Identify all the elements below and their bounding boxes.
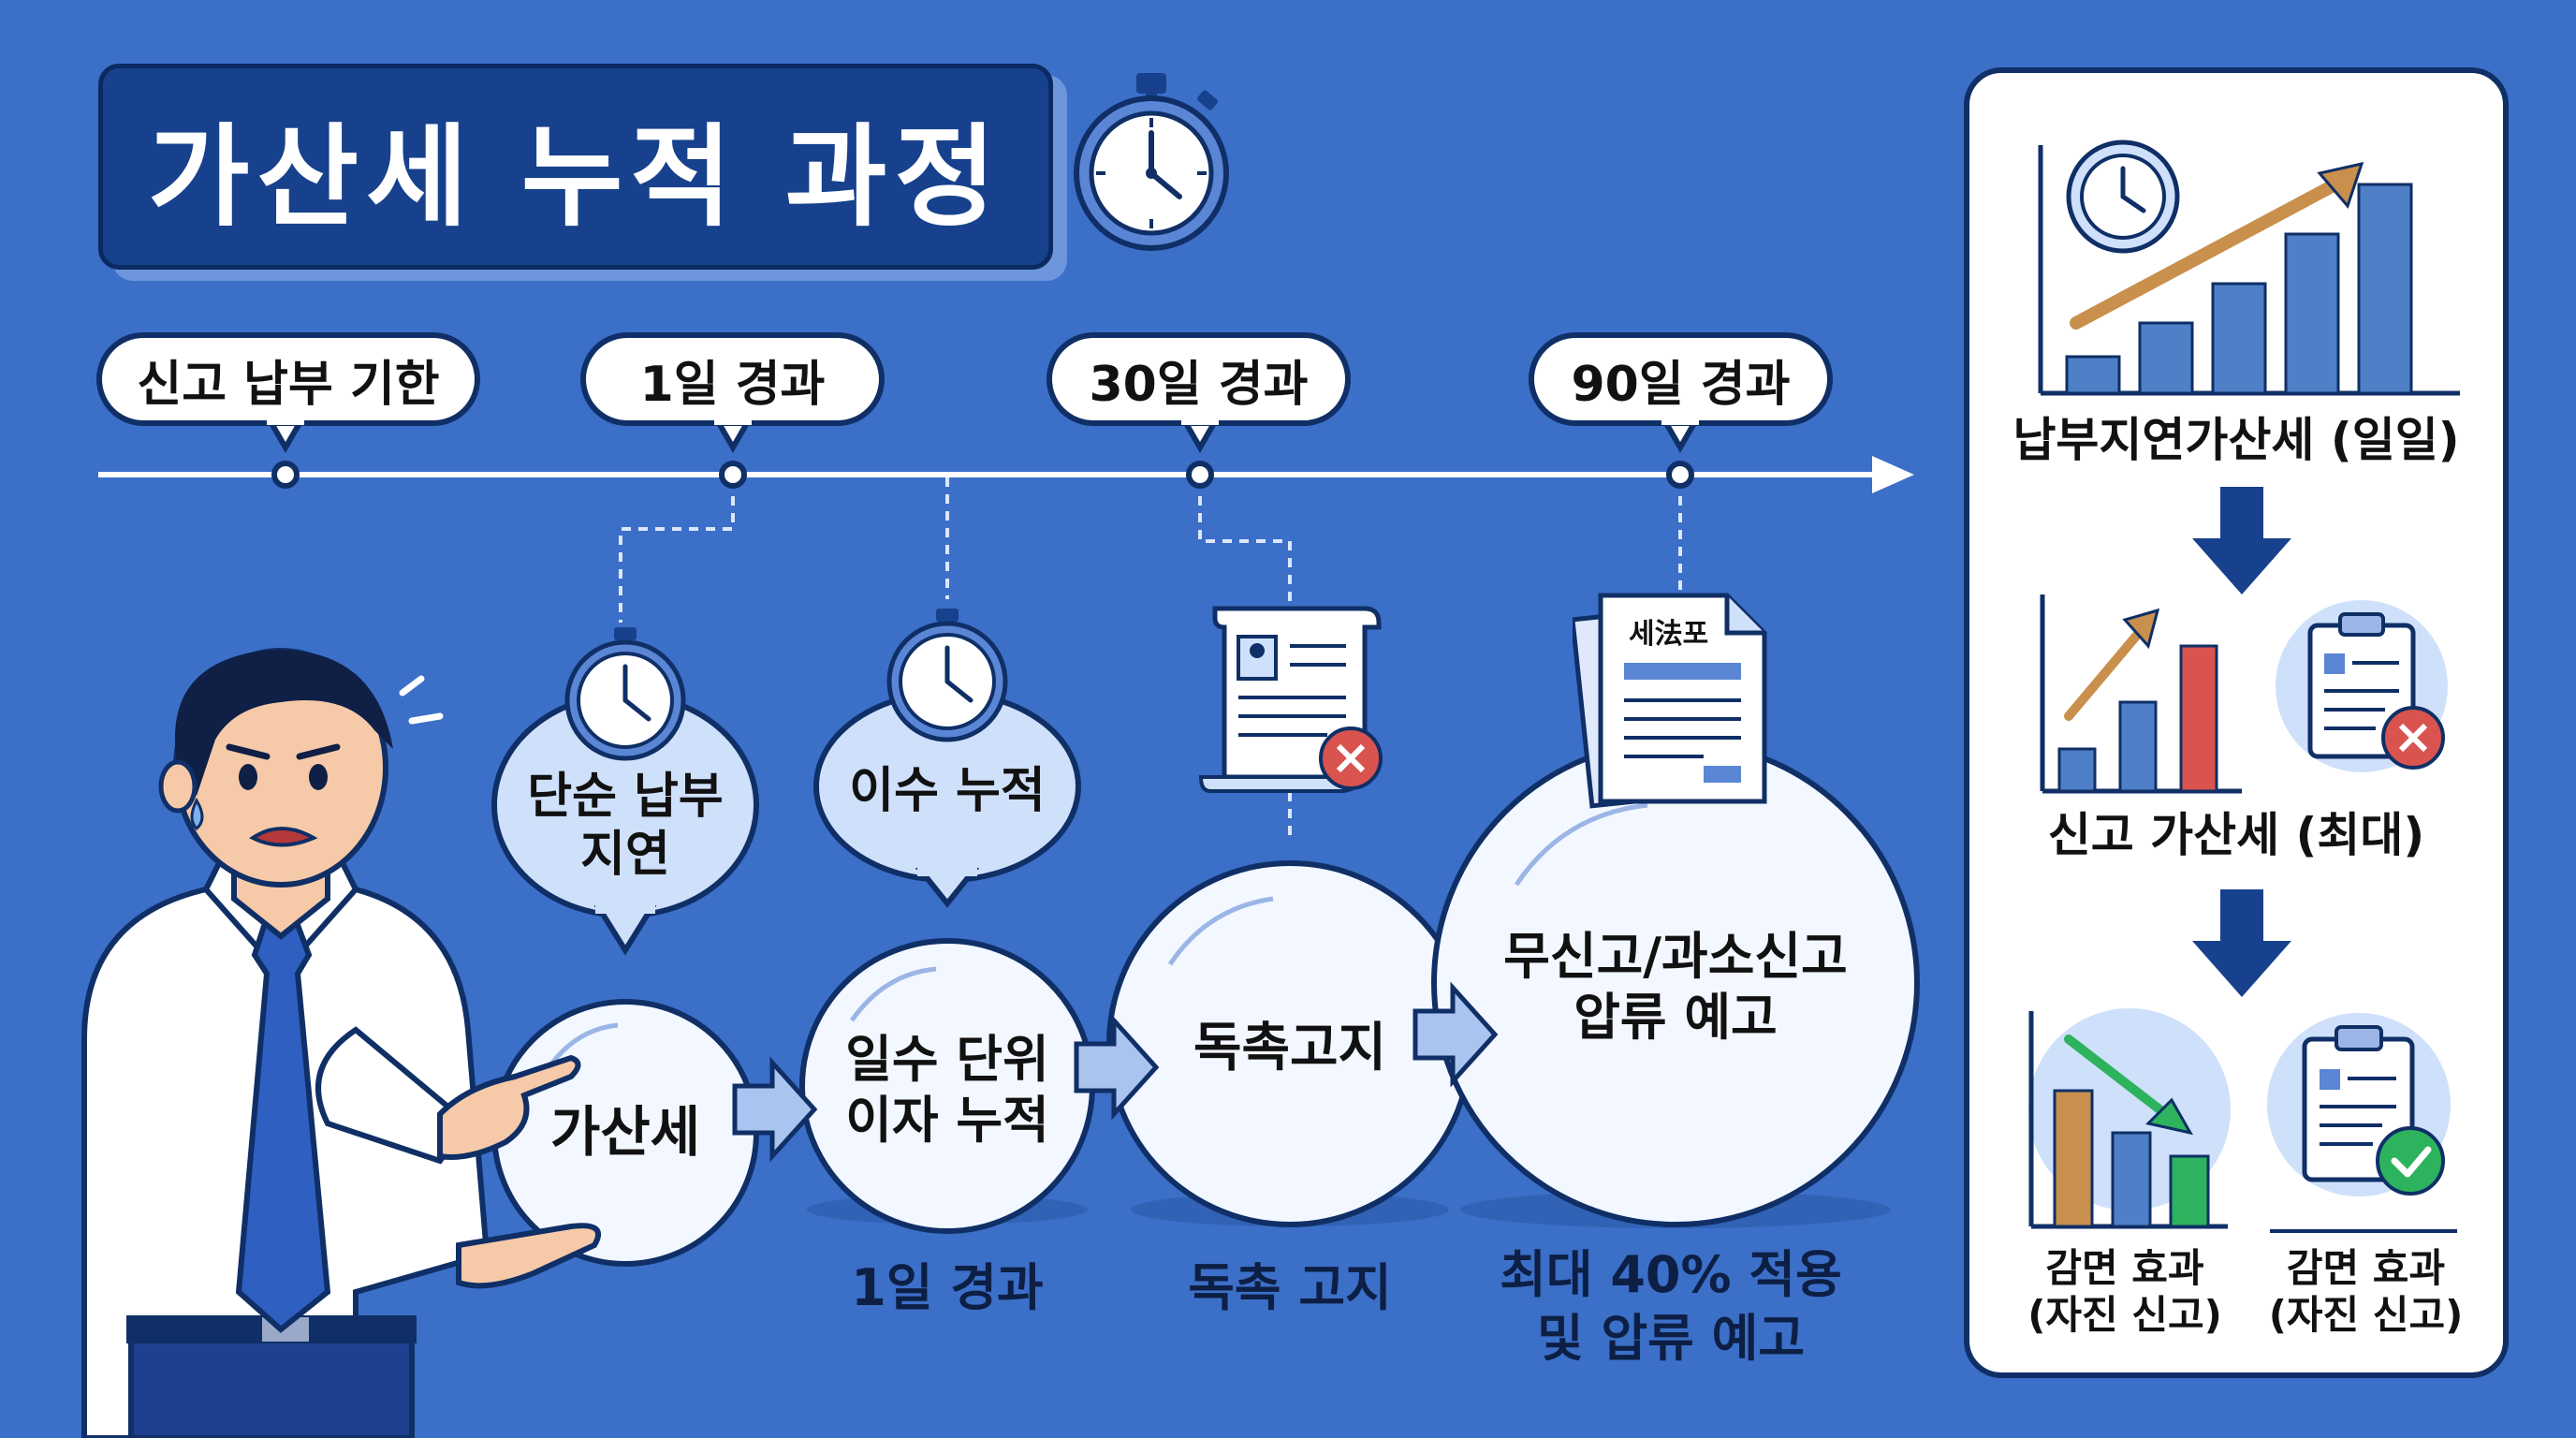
report-penalty-chart [2040,594,2242,794]
timeline-label-day90: 90일 경과 [1529,332,1833,426]
panel-report-penalty-label: 신고 가산세 (최대) [2047,808,2425,862]
caption-max-seizure: 최대 40% 적용 및 압류 예고 [1500,1245,1842,1368]
daily-penalty-chart [2038,139,2460,396]
reduction-divider [2270,1229,2457,1233]
speech-simple-delay: 단순 납부 지연 [527,768,724,883]
panel-daily-penalty-label: 납부지연가산세 (일일) [2012,413,2460,467]
timeline-dot-day90 [1666,461,1694,489]
panel-reduction-left-label: 감면 효과 (자진 신고) [2027,1245,2222,1339]
down-arrow-icon [2192,889,2291,997]
clipboard-reject-icon [2276,600,2448,772]
clock-icon [886,609,1008,742]
title-box: 가산세 누적 과정 [98,64,1053,270]
document-label: 세法포 [1629,618,1709,651]
timeline-dot-day30 [1186,461,1214,489]
stopwatch-icon [1074,73,1229,251]
clipboard-approve-icon [2267,1013,2451,1196]
worried-man-illustration [81,648,602,1438]
clock-icon [564,627,686,761]
snowball-interest: 일수 단위 이자 누적 [845,1030,1049,1150]
snowball-notice: 독촉고지 [1193,1018,1387,1079]
reduction-chart [2028,1008,2231,1229]
snowball-penalty: 가산세 [549,1100,701,1165]
page-title: 가산세 누적 과정 [147,111,1004,242]
caption-notice: 독촉 고지 [1188,1258,1392,1317]
notice-document-icon [1198,606,1383,793]
caption-day1: 1일 경과 [851,1258,1044,1317]
timeline-label-day1: 1일 경과 [580,332,885,426]
down-arrow-icon [2192,487,2291,594]
speech-interest: 이수 누적 [849,762,1046,819]
snowball-seizure: 무신고/과소신고 압류 예고 [1503,927,1848,1047]
timeline-dot-deadline [271,461,300,489]
tax-document-icon [1573,593,1767,809]
pill-pointers [266,412,1700,454]
panel-reduction-right-label: 감면 효과 (자진 신고) [2268,1245,2464,1339]
timeline-dot-day1 [719,461,747,489]
